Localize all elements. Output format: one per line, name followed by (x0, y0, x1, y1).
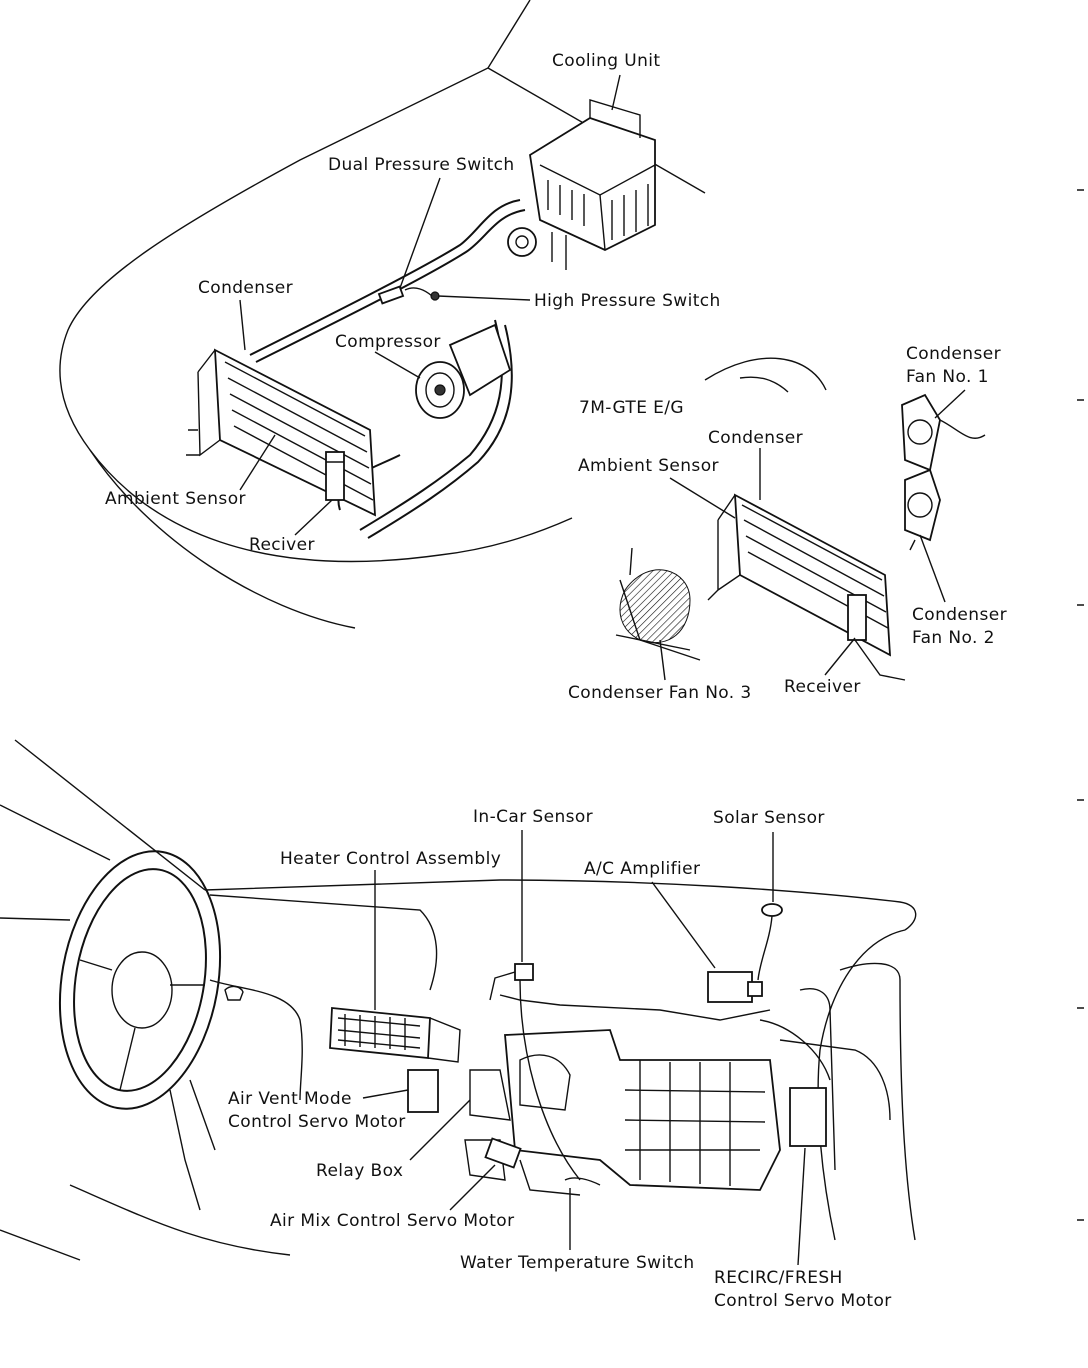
label-heater-control-assembly: Heater Control Assembly (280, 849, 501, 869)
label-recirc-fresh-line1: RECIRC/FRESH (714, 1268, 843, 1288)
steering-wheel-drawing (58, 850, 244, 1211)
components-drawing (407, 903, 827, 1186)
label-air-vent-mode-line2: Control Servo Motor (228, 1112, 406, 1132)
label-condenser-main: Condenser (198, 278, 293, 298)
label-condenser-fan-2-line2: Fan No. 2 (912, 628, 995, 648)
label-relay-box: Relay Box (316, 1161, 403, 1181)
lower-leaders (362, 830, 806, 1266)
label-reciver: Reciver (249, 535, 315, 555)
condenser-main-drawing (186, 348, 376, 517)
label-cooling-unit: Cooling Unit (552, 51, 661, 71)
compressor-drawing (415, 323, 512, 419)
label-high-pressure-switch: High Pressure Switch (534, 291, 721, 311)
label-ac-amplifier: A/C Amplifier (584, 859, 700, 879)
inset-leaders (659, 389, 966, 681)
label-ambient-sensor-variant: Ambient Sensor (578, 456, 719, 476)
inset-7mgte (615, 357, 986, 681)
label-in-car-sensor: In-Car Sensor (473, 807, 593, 827)
label-compressor: Compressor (335, 332, 441, 352)
label-recirc-fresh-line2: Control Servo Motor (714, 1291, 892, 1311)
label-engine-variant: 7M-GTE E/G (579, 398, 684, 418)
hvac-unit-drawing (464, 994, 891, 1196)
label-condenser-fan-3: Condenser Fan No. 3 (568, 683, 752, 703)
dashboard-outline (0, 739, 917, 1261)
label-solar-sensor: Solar Sensor (713, 808, 825, 828)
heater-control-drawing (329, 1007, 461, 1063)
label-receiver: Receiver (784, 677, 861, 697)
label-air-mix-servo: Air Mix Control Servo Motor (270, 1211, 514, 1231)
label-ambient-sensor-main: Ambient Sensor (105, 489, 246, 509)
cooling-unit-drawing (507, 99, 656, 270)
label-condenser-fan-1-line2: Fan No. 1 (906, 367, 989, 387)
label-water-temp-switch: Water Temperature Switch (460, 1253, 695, 1273)
label-condenser-fan-2-line1: Condenser (912, 605, 1007, 625)
label-air-vent-mode-line1: Air Vent Mode (228, 1089, 352, 1109)
margin-ticks (1077, 189, 1084, 1221)
pressure-switch-drawing (377, 285, 440, 305)
upper-leaders (239, 74, 621, 536)
label-condenser-fan-1-line1: Condenser (906, 344, 1001, 364)
engine-bay-outline (59, 0, 706, 629)
label-condenser-variant: Condenser (708, 428, 803, 448)
label-dual-pressure-switch: Dual Pressure Switch (328, 155, 515, 175)
